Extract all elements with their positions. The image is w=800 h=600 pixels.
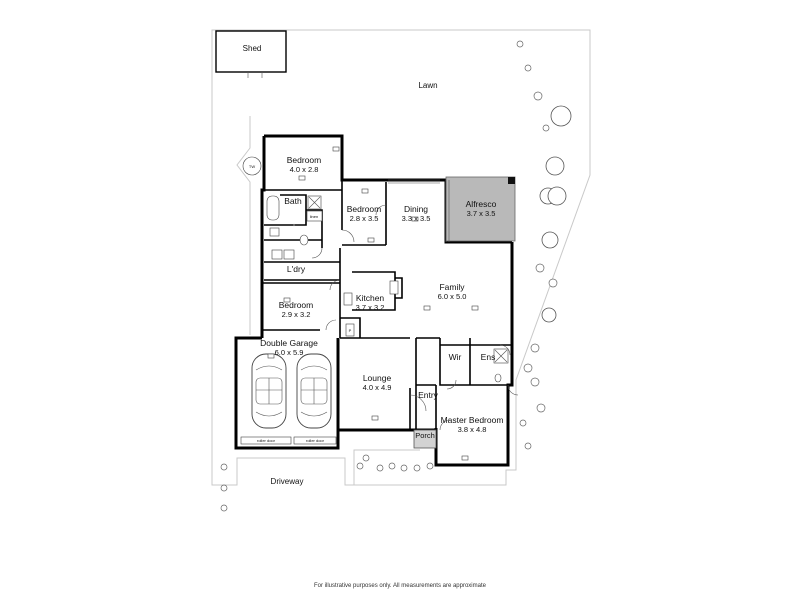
room-name-garage: Double Garage [260,338,318,348]
driveway-label: Driveway [271,477,304,486]
room-name-entry: Entry [418,390,439,400]
car-icon [251,353,287,429]
room-name-alfresco: Alfresco [466,199,497,209]
exterior-wall-east [434,242,514,467]
room-name-porch: Porch [415,431,435,440]
room-size-master: 3.8 x 4.8 [458,425,487,434]
roller-door-1 [240,436,292,445]
room-name-master: Master Bedroom [441,415,504,425]
room-name-family: Family [439,282,465,292]
room-size-dining: 3.3 x 3.5 [402,214,431,223]
kitchen-sink [389,280,399,295]
room-name-wir: Wir [449,352,462,362]
cooktop [343,292,353,306]
roller-door-2 [293,436,337,445]
interior-walls [262,136,512,448]
linen-cupboard [306,210,323,222]
car-icon [296,353,332,429]
svg-text:roller door: roller door [257,438,276,443]
svg-text:P: P [349,328,352,333]
exterior-wall-west-wing [260,136,266,338]
room-size-lounge: 4.0 x 4.9 [363,383,392,392]
svg-text:roller door: roller door [306,438,325,443]
room-size-bedroom-mid: 2.8 x 3.5 [350,214,379,223]
room-size-bedroom-top: 4.0 x 2.8 [290,165,319,174]
room-name-laundry: L'dry [287,264,306,274]
room-size-alfresco: 3.7 x 3.5 [467,209,496,218]
water-tank [242,156,262,176]
driveway-edge [353,449,420,485]
room-size-bedroom-low: 2.9 x 3.2 [282,310,311,319]
disclaimer-note: For illustrative purposes only. All meas… [314,583,486,589]
shed [215,30,287,73]
bathtub [266,195,280,221]
linen-label: linen [310,214,318,219]
room-name-dining: Dining [404,204,428,214]
tree-icon [220,40,572,512]
shed-label: Shed [243,44,262,53]
side-path [236,116,251,335]
room-size-kitchen: 3.7 x 3.2 [356,303,385,312]
svg-text:TW: TW [249,164,255,169]
room-name-kitchen: Kitchen [356,293,385,303]
room-name-lounge: Lounge [363,373,392,383]
lawn-label: Lawn [418,81,437,90]
room-size-family: 6.0 x 5.0 [438,292,467,301]
room-size-garage: 6.0 x 5.9 [275,348,304,357]
room-name-bath: Bath [284,196,302,206]
room-name-bedroom-low: Bedroom [279,300,314,310]
door-swings [311,204,519,431]
room-name-bedroom-top: Bedroom [287,155,322,165]
porch-area [413,429,437,449]
room-name-ens: Ens [481,352,496,362]
site-boundary [211,29,591,486]
room-name-bedroom-mid: Bedroom [347,204,382,214]
